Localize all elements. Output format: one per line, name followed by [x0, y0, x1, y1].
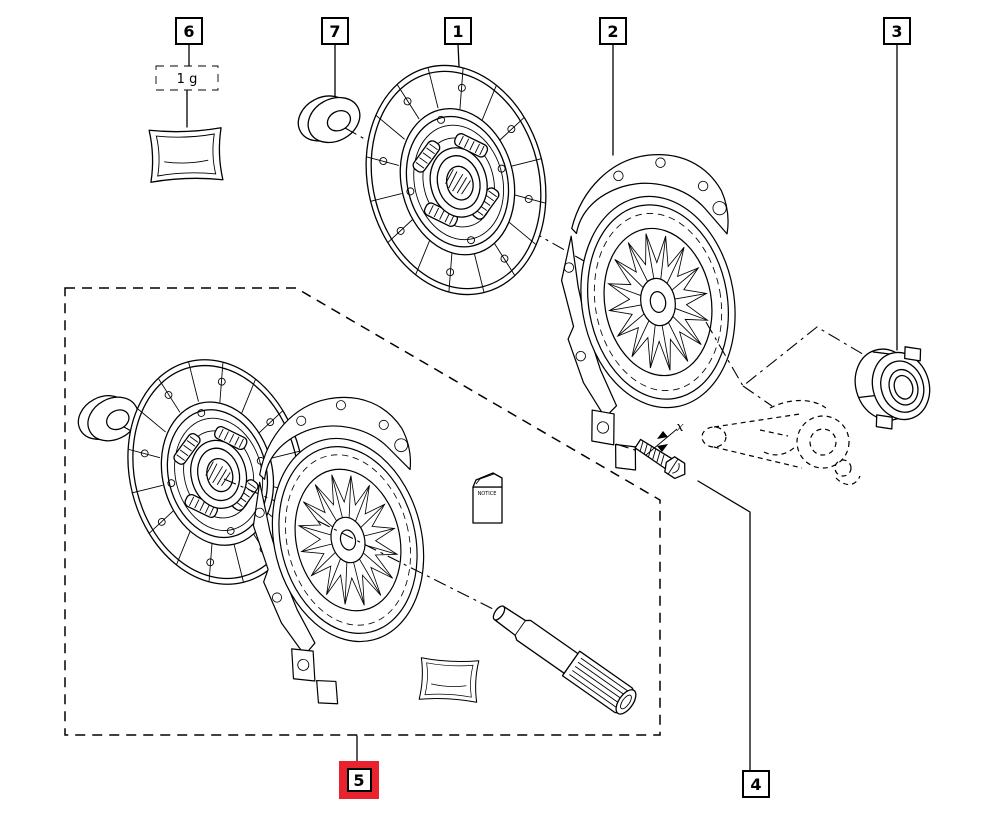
grease-quantity-label: 1 g	[177, 72, 198, 87]
callout-2-pressure-plate[interactable]: 2	[599, 17, 627, 45]
centerline-plate-to-bearing	[705, 321, 867, 387]
grease-quantity-box	[155, 65, 219, 91]
callout-5-clutch-kit[interactable]: 5	[339, 761, 379, 799]
centerline-plate-to-fork	[742, 385, 773, 407]
callout-4-label: 4	[750, 775, 761, 794]
assembly-top-row: x	[289, 45, 931, 486]
booklet-title: NOTICE	[478, 491, 497, 497]
clutch-kit-group: NOTICE	[64, 287, 661, 736]
callout-3-label: 3	[891, 22, 902, 41]
part-pressure-plate	[538, 142, 770, 479]
callout-7-label: 7	[329, 22, 340, 41]
bolt-dimension-label: x	[676, 420, 684, 435]
dimension-line	[645, 428, 678, 456]
kit-alignment-tool	[492, 605, 637, 715]
leader-line-1	[457, 43, 460, 67]
part-release-bearing	[854, 346, 931, 430]
dimension-arrow-1	[657, 444, 668, 452]
part-bolt: x	[615, 420, 686, 480]
grease-sachet-icon	[148, 127, 224, 183]
kit-grease-sachet	[418, 657, 480, 703]
callout-5-label: 5	[353, 771, 364, 790]
part-grease-sachet: 1 g	[148, 65, 224, 183]
dimension-arrow-2	[657, 431, 668, 439]
leader-lines	[186, 43, 898, 772]
callout-7-guide-bearing[interactable]: 7	[321, 17, 349, 45]
part-guide-bearing	[289, 82, 369, 156]
callout-2-label: 2	[607, 22, 618, 41]
callout-4-bolt[interactable]: 4	[742, 770, 770, 798]
kit-centerline-b	[317, 520, 498, 612]
callout-1-label: 1	[452, 22, 463, 41]
callout-6-grease[interactable]: 6	[175, 17, 203, 45]
leader-line-4	[697, 480, 751, 772]
kit-boundary	[64, 287, 661, 736]
ghost-fork-reference	[701, 399, 861, 486]
part-clutch-disc	[341, 45, 571, 315]
callout-3-release-bearing[interactable]: 3	[883, 17, 911, 45]
callout-6-label: 6	[183, 22, 194, 41]
kit-instruction-booklet: NOTICE	[472, 472, 503, 524]
callout-1-clutch-disc[interactable]: 1	[444, 17, 472, 45]
